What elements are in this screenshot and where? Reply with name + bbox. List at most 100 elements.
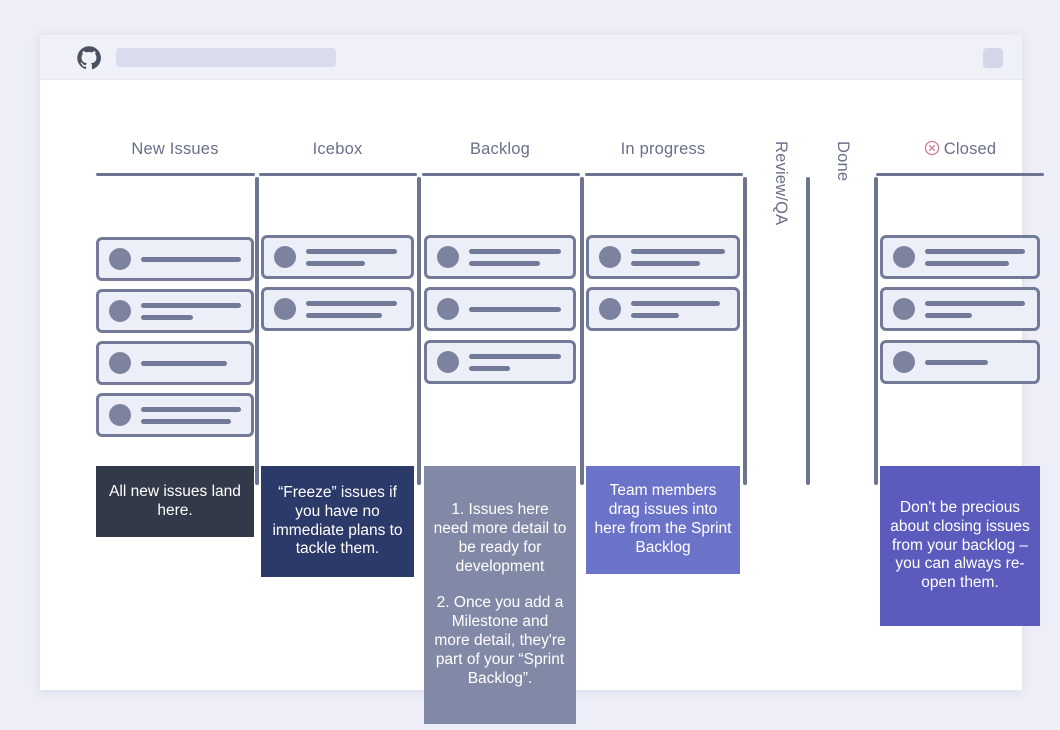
issue-card[interactable] <box>424 287 576 331</box>
issue-card-line <box>925 312 972 318</box>
issue-card-line <box>925 359 989 365</box>
avatar-icon <box>109 300 131 322</box>
issue-card-lines <box>469 306 563 312</box>
column-divider <box>743 177 747 485</box>
issue-card-line <box>469 248 562 254</box>
avatar-placeholder-icon[interactable] <box>983 48 1003 68</box>
annotation-icebox: “Freeze” issues if you have no immediate… <box>261 466 414 577</box>
issue-card-line <box>469 353 562 359</box>
issue-card-lines <box>141 302 241 320</box>
issue-card[interactable] <box>586 287 740 331</box>
issue-card-line <box>141 314 193 320</box>
column-header-label: In progress <box>620 140 706 158</box>
avatar-icon <box>437 351 459 373</box>
column-header-underline <box>259 173 417 176</box>
closed-circle-x-icon <box>924 140 940 161</box>
issue-card-lines <box>141 256 241 262</box>
column-header-in-progress[interactable]: In progress <box>586 140 740 159</box>
issue-card-lines <box>631 248 727 266</box>
issue-card-line <box>631 248 726 254</box>
issue-card[interactable] <box>424 235 576 279</box>
issue-card-lines <box>469 353 563 371</box>
issue-card[interactable] <box>96 289 254 333</box>
issue-card-lines <box>469 248 563 266</box>
issue-card[interactable] <box>586 235 740 279</box>
issue-card-line <box>925 260 1009 266</box>
github-octocat-icon <box>76 45 102 71</box>
issue-card-lines <box>306 300 401 318</box>
avatar-icon <box>274 246 296 268</box>
column-header-label: Done <box>834 141 852 182</box>
avatar-icon <box>109 248 131 270</box>
issue-card[interactable] <box>424 340 576 384</box>
annotation-text: 2. Once you add a Milestone and more det… <box>434 594 566 687</box>
issue-card[interactable] <box>96 237 254 281</box>
annotation-closed: Don't be precious about closing issues f… <box>880 466 1040 626</box>
issue-card[interactable] <box>880 340 1040 384</box>
column-header-underline <box>876 173 1044 176</box>
issue-card[interactable] <box>96 341 254 385</box>
avatar-icon <box>437 298 459 320</box>
avatar-icon <box>109 404 131 426</box>
issue-card-lines <box>306 248 401 266</box>
issue-card-line <box>631 300 721 306</box>
column-header-done[interactable]: Done <box>828 141 852 181</box>
issue-card-line <box>469 306 562 312</box>
column-header-label: New Issues <box>131 140 219 158</box>
column-header-label: Icebox <box>312 140 363 158</box>
column-divider <box>806 177 810 485</box>
issue-card-line <box>925 300 1025 306</box>
column-header-underline <box>422 173 580 176</box>
issue-card-line <box>306 312 382 318</box>
column-header-backlog[interactable]: Backlog <box>424 140 576 159</box>
url-bar[interactable] <box>116 48 336 67</box>
issue-card-line <box>306 248 398 254</box>
avatar-icon <box>599 246 621 268</box>
issue-card-line <box>469 365 511 371</box>
issue-card-line <box>141 406 241 412</box>
issue-card-lines <box>925 300 1027 318</box>
issue-card-lines <box>141 360 241 366</box>
issue-card-line <box>306 260 365 266</box>
issue-card-line <box>141 302 241 308</box>
annotation-text: Don't be precious about closing issues f… <box>890 498 1030 592</box>
browser-chrome-bar <box>40 35 1022 80</box>
annotation-new-issues: All new issues land here. <box>96 466 254 537</box>
avatar-icon <box>893 246 915 268</box>
issue-card[interactable] <box>96 393 254 437</box>
issue-card-lines <box>631 300 727 318</box>
issue-card-line <box>631 312 679 318</box>
avatar-icon <box>109 352 131 374</box>
issue-card-line <box>631 260 701 266</box>
annotation-text: All new issues land here. <box>109 482 241 519</box>
column-header-icebox[interactable]: Icebox <box>261 140 414 159</box>
avatar-icon <box>893 351 915 373</box>
issue-card-line <box>306 300 398 306</box>
column-header-underline <box>585 173 743 176</box>
column-divider <box>255 177 259 485</box>
issue-card[interactable] <box>880 235 1040 279</box>
column-header-review-qa[interactable]: Review/QA <box>766 141 790 225</box>
column-header-new-issues[interactable]: New Issues <box>96 140 254 159</box>
column-header-label: Backlog <box>469 140 531 158</box>
column-header-label: Closed <box>943 140 997 158</box>
column-divider <box>417 177 421 485</box>
column-divider <box>580 177 584 485</box>
issue-card[interactable] <box>261 287 414 331</box>
column-divider <box>874 177 878 485</box>
issue-card-line <box>141 418 231 424</box>
issue-card-line <box>141 360 227 366</box>
avatar-icon <box>437 246 459 268</box>
annotation-text: Team members drag issues into here from … <box>594 482 732 556</box>
issue-card-line <box>141 256 241 262</box>
annotation-backlog: 1. Issues here need more detail to be re… <box>424 466 576 724</box>
issue-card[interactable] <box>880 287 1040 331</box>
avatar-icon <box>893 298 915 320</box>
issue-card-lines <box>925 248 1027 266</box>
avatar-icon <box>599 298 621 320</box>
column-header-closed[interactable]: Closed <box>880 140 1040 161</box>
annotation-text: 1. Issues here need more detail to be re… <box>433 501 567 576</box>
issue-card[interactable] <box>261 235 414 279</box>
